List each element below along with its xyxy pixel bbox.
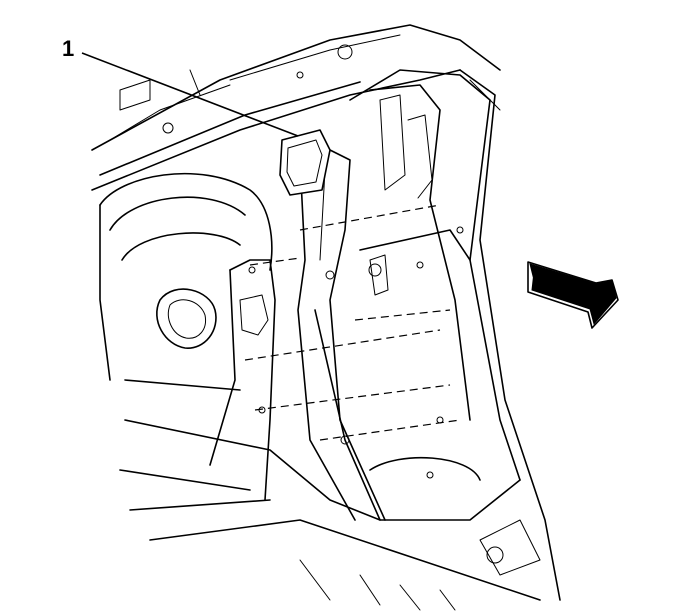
- direction-arrow-icon: [527, 261, 619, 329]
- bracket-pad: [279, 129, 331, 196]
- left-pillar: [209, 259, 276, 501]
- trunk-floor: [119, 419, 541, 611]
- right-inner-quarter-panel: [349, 69, 521, 481]
- left-wheelhouse: [99, 172, 273, 391]
- reference-lines: [244, 204, 461, 441]
- callout-leader-line: [81, 52, 299, 137]
- center-pillar: [297, 149, 386, 521]
- outer-body-edge: [459, 69, 561, 601]
- callout-number-1: 1: [62, 36, 75, 61]
